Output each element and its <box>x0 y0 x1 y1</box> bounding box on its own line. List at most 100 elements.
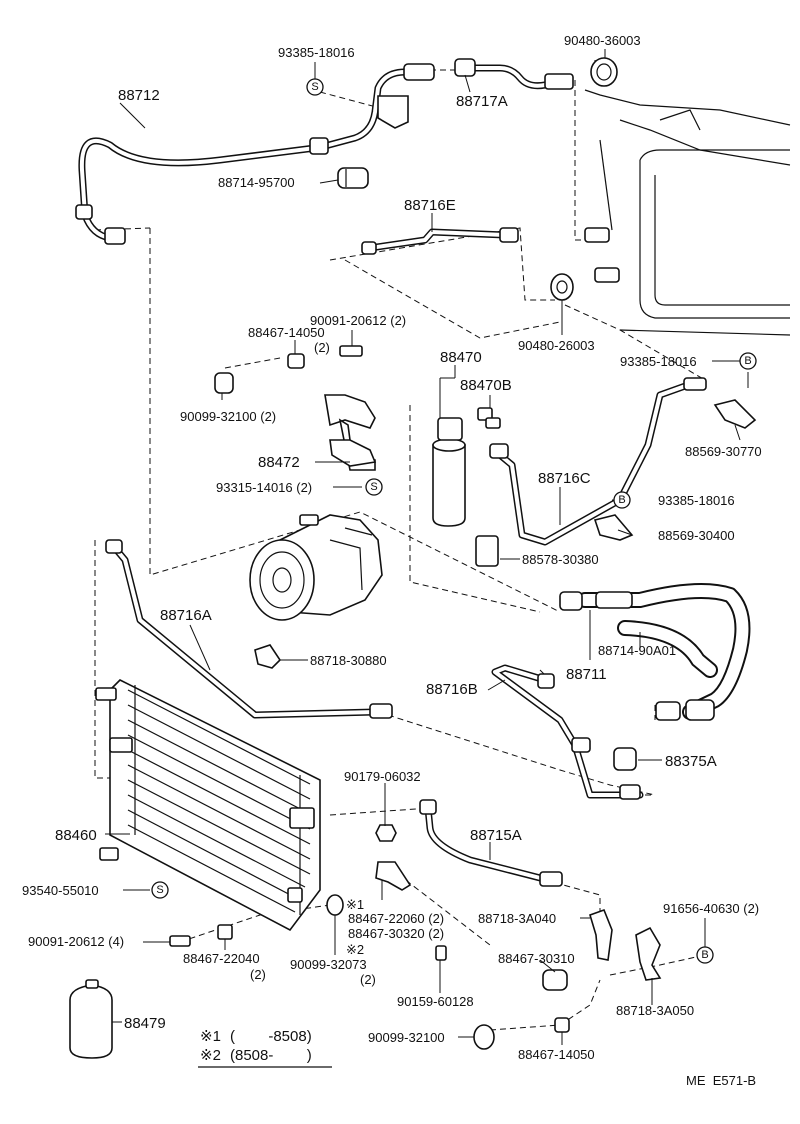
part-labels: 93385-18016 88712 88714-95700 88717A 904… <box>22 33 762 1062</box>
label-88467-14050-top-qty: (2) <box>314 340 330 355</box>
bolt-90091-20612-top <box>339 345 363 357</box>
grommet-90480-26003 <box>550 273 574 301</box>
label-93385-18016-top: 93385-18016 <box>278 45 355 60</box>
label-88718-3A050: 88718-3A050 <box>616 1003 694 1018</box>
b-mark-mid <box>613 491 631 509</box>
bracket-88467-22060 <box>375 861 412 891</box>
cap-88714-95700 <box>337 167 369 189</box>
grommet-90099-32100-bottom <box>473 1024 495 1050</box>
label-88569-30770: 88569-30770 <box>685 444 762 459</box>
valve-88375A <box>613 747 637 771</box>
label-88467-30310: 88467-30310 <box>498 951 575 966</box>
label-88716A: 88716A <box>160 607 212 624</box>
cap-88714-90A01 <box>617 620 718 678</box>
label-88467-14050-bottom: 88467-14050 <box>518 1047 595 1062</box>
bushing-88467-22040 <box>217 924 233 940</box>
legend-mark-1: ※1 <box>200 1028 221 1045</box>
label-88467-22040-qty: (2) <box>250 967 266 982</box>
pipe-88716E <box>361 227 519 255</box>
legend-text-2: (8508- ) <box>230 1047 312 1064</box>
symbols: S B S B S B ※1 ※2 <box>151 78 757 964</box>
s-mark-mid-text: S <box>370 481 377 493</box>
b-mark-right-text: B <box>744 355 751 367</box>
legend-mark-2: ※2 <box>200 1047 221 1064</box>
label-88470B: 88470B <box>460 377 512 394</box>
label-88375A: 88375A <box>665 753 717 770</box>
body-fittings <box>584 227 620 283</box>
pipe-88716B <box>491 664 644 800</box>
label-90179-06032: 90179-06032 <box>344 769 421 784</box>
label-90099-32073: 90099-32073 <box>290 957 367 972</box>
label-90480-36003: 90480-36003 <box>564 33 641 48</box>
label-88716C: 88716C <box>538 470 591 487</box>
b-mark-right <box>739 352 757 370</box>
bracket-88472 <box>324 394 377 471</box>
clamp-88718-30880 <box>254 644 282 669</box>
label-88479: 88479 <box>124 1015 166 1032</box>
s-mark-bottom <box>151 881 169 899</box>
label-90099-32100-top: 90099-32100 (2) <box>180 409 276 424</box>
label-88569-30400: 88569-30400 <box>658 528 735 543</box>
receiver-88470 <box>432 407 501 527</box>
clamp-88569-30770 <box>713 399 757 429</box>
label-88714-95700: 88714-95700 <box>218 175 295 190</box>
pad-88578-30380 <box>475 535 499 567</box>
label-90091-20612-top: 90091-20612 (2) <box>310 313 406 328</box>
diagram-code: ME E571-B <box>686 1073 756 1088</box>
label-93385-18016-right: 93385-18016 <box>620 354 697 369</box>
s-mark-mid <box>365 478 383 496</box>
s-mark-top <box>306 78 324 96</box>
pipe-88715A <box>419 799 563 887</box>
bolt-90091-20612-bottom <box>169 935 191 947</box>
label-88715A: 88715A <box>470 827 522 844</box>
label-88711: 88711 <box>566 666 607 683</box>
label-93385-18016-mid: 93385-18016 <box>658 493 735 508</box>
vehicle-body-outline <box>584 89 791 336</box>
label-88717A: 88717A <box>456 93 508 110</box>
cap-88467-30310 <box>542 969 568 991</box>
label-93540-55010: 93540-55010 <box>22 883 99 898</box>
label-88467-14050-top: 88467-14050 <box>248 325 325 340</box>
hose-88711 <box>559 583 751 721</box>
label-91656-40630: 91656-40630 (2) <box>663 901 759 916</box>
s-mark-top-text: S <box>311 81 318 93</box>
label-88467-22040: 88467-22040 <box>183 951 260 966</box>
clamp-88718-3A050 <box>635 926 662 981</box>
pipe-88716A <box>105 539 393 719</box>
label-90099-32100-bottom: 90099-32100 <box>368 1030 445 1045</box>
b-mark-bottom-text: B <box>701 949 708 961</box>
label-90091-20612-bottom: 90091-20612 (4) <box>28 934 124 949</box>
grommet-90099-32100-top <box>214 372 234 394</box>
label-88467-22060: 88467-22060 (2) <box>348 911 444 926</box>
label-88718-3A040: 88718-3A040 <box>478 911 556 926</box>
b-mark-mid-text: B <box>618 494 625 506</box>
grommet-90099-32073 <box>326 894 344 916</box>
clamp-88569-30400 <box>593 514 634 541</box>
b-mark-bottom <box>696 946 714 964</box>
oil-can-88479 <box>69 979 113 1059</box>
legend-text-1: ( -8508) <box>230 1028 312 1045</box>
grommet-90480-36003 <box>590 57 618 87</box>
s-mark-bottom-text: S <box>156 884 163 896</box>
label-88716E: 88716E <box>404 197 456 214</box>
label-88716B: 88716B <box>426 681 478 698</box>
leader-lines <box>105 49 749 1045</box>
label-90099-32073-qty: (2) <box>360 972 376 987</box>
screw-90159-60128 <box>435 945 447 961</box>
label-90480-26003: 90480-26003 <box>518 338 595 353</box>
label-88712: 88712 <box>118 87 160 104</box>
compressor <box>249 514 383 621</box>
nut-88467-14050-bottom <box>554 1017 570 1033</box>
label-88460: 88460 <box>55 827 97 844</box>
condenser-88460 <box>95 679 321 932</box>
clamp-88718-3A040 <box>589 908 613 961</box>
hose-88712 <box>75 63 435 245</box>
label-88578-30380: 88578-30380 <box>522 552 599 567</box>
mark-2-callout: ※2 <box>346 942 364 957</box>
label-88467-30320: 88467-30320 (2) <box>348 926 444 941</box>
label-93315-14016: 93315-14016 (2) <box>216 480 312 495</box>
label-88718-30880: 88718-30880 <box>310 653 387 668</box>
label-88714-90A01: 88714-90A01 <box>598 643 676 658</box>
label-90159-60128: 90159-60128 <box>397 994 474 1009</box>
